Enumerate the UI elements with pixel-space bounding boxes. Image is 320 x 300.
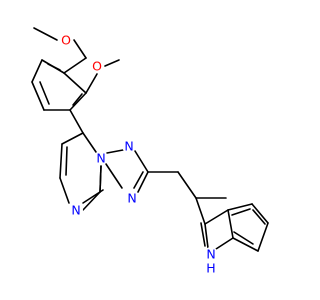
bond-tz-2 (99, 165, 102, 193)
bond-layer (31, 27, 269, 252)
atom-nitrogen-bridge: N (94, 151, 108, 166)
atom-label-n-triazole-bottom: N (127, 191, 136, 206)
atom-label-n-triazole-top: N (124, 139, 133, 154)
bond-in-2 (204, 223, 209, 249)
bond-chain-2 (177, 171, 197, 199)
bond-pm-2 (61, 132, 84, 145)
atom-oxygen-lower: O (90, 59, 104, 74)
molecule-structure-diagram: O O N N N N N H (31, 27, 269, 276)
bond-methyl-lower (104, 59, 120, 67)
bond-tz-d (133, 171, 144, 189)
atom-nitrogen-triazole-top: N (122, 139, 136, 154)
atom-label-layer: O O N N N N N H (59, 33, 218, 276)
bond-bz-1 (227, 203, 253, 211)
atom-oxygen-upper: O (59, 33, 73, 48)
bond-in-d (200, 222, 206, 247)
bond-bz-d3 (231, 208, 251, 216)
bond-bz-2 (251, 203, 269, 224)
atom-label-n-indole: N (206, 247, 215, 262)
atom-label-n-pyrimidine: N (71, 203, 80, 218)
bond-tz-3 (106, 149, 124, 154)
bond-aryl-link (69, 109, 84, 134)
bond-in-1 (195, 197, 206, 225)
bond-pm-3 (59, 143, 63, 179)
atom-nitrogen-pyrimidine: N (69, 203, 83, 218)
bond-bz-d1 (252, 209, 266, 225)
bond-tz-4 (134, 150, 149, 173)
bond-pm-1 (82, 132, 97, 153)
bond-ph-6 (69, 92, 87, 111)
bond-pm-d1 (65, 146, 68, 176)
bond-tz-5 (137, 171, 149, 193)
bond-ph-3 (31, 59, 43, 83)
atom-nitrogen-triazole-bottom: N (125, 191, 139, 206)
atom-label-n-bridge: N (96, 151, 105, 166)
bond-in-5 (204, 209, 229, 225)
bond-ph-d3 (72, 93, 83, 106)
bond-bz-4 (232, 237, 259, 252)
bond-tz-1 (105, 163, 123, 189)
bond-bz-3 (257, 222, 269, 252)
bond-ph-7 (63, 72, 87, 94)
bond-o-lower-ring (85, 73, 98, 94)
atom-label-o-upper: O (61, 33, 71, 48)
bond-ph-4 (31, 81, 45, 111)
bond-o-upper-ring (73, 39, 87, 59)
atom-label-o-lower: O (92, 59, 102, 74)
bond-ph-d1 (39, 81, 50, 105)
bond-ph-d2 (47, 63, 61, 71)
bond-in-3 (215, 237, 234, 250)
bond-in-4 (227, 209, 234, 239)
bond-pm-4 (59, 177, 70, 204)
atom-nh-indole: N H (204, 247, 218, 276)
bond-pm-5 (82, 191, 101, 211)
bond-methyl-upper (33, 27, 58, 41)
bond-ph-1 (63, 57, 87, 74)
bond-bz-d2 (233, 231, 254, 245)
atom-label-h-indole: H (206, 261, 215, 276)
